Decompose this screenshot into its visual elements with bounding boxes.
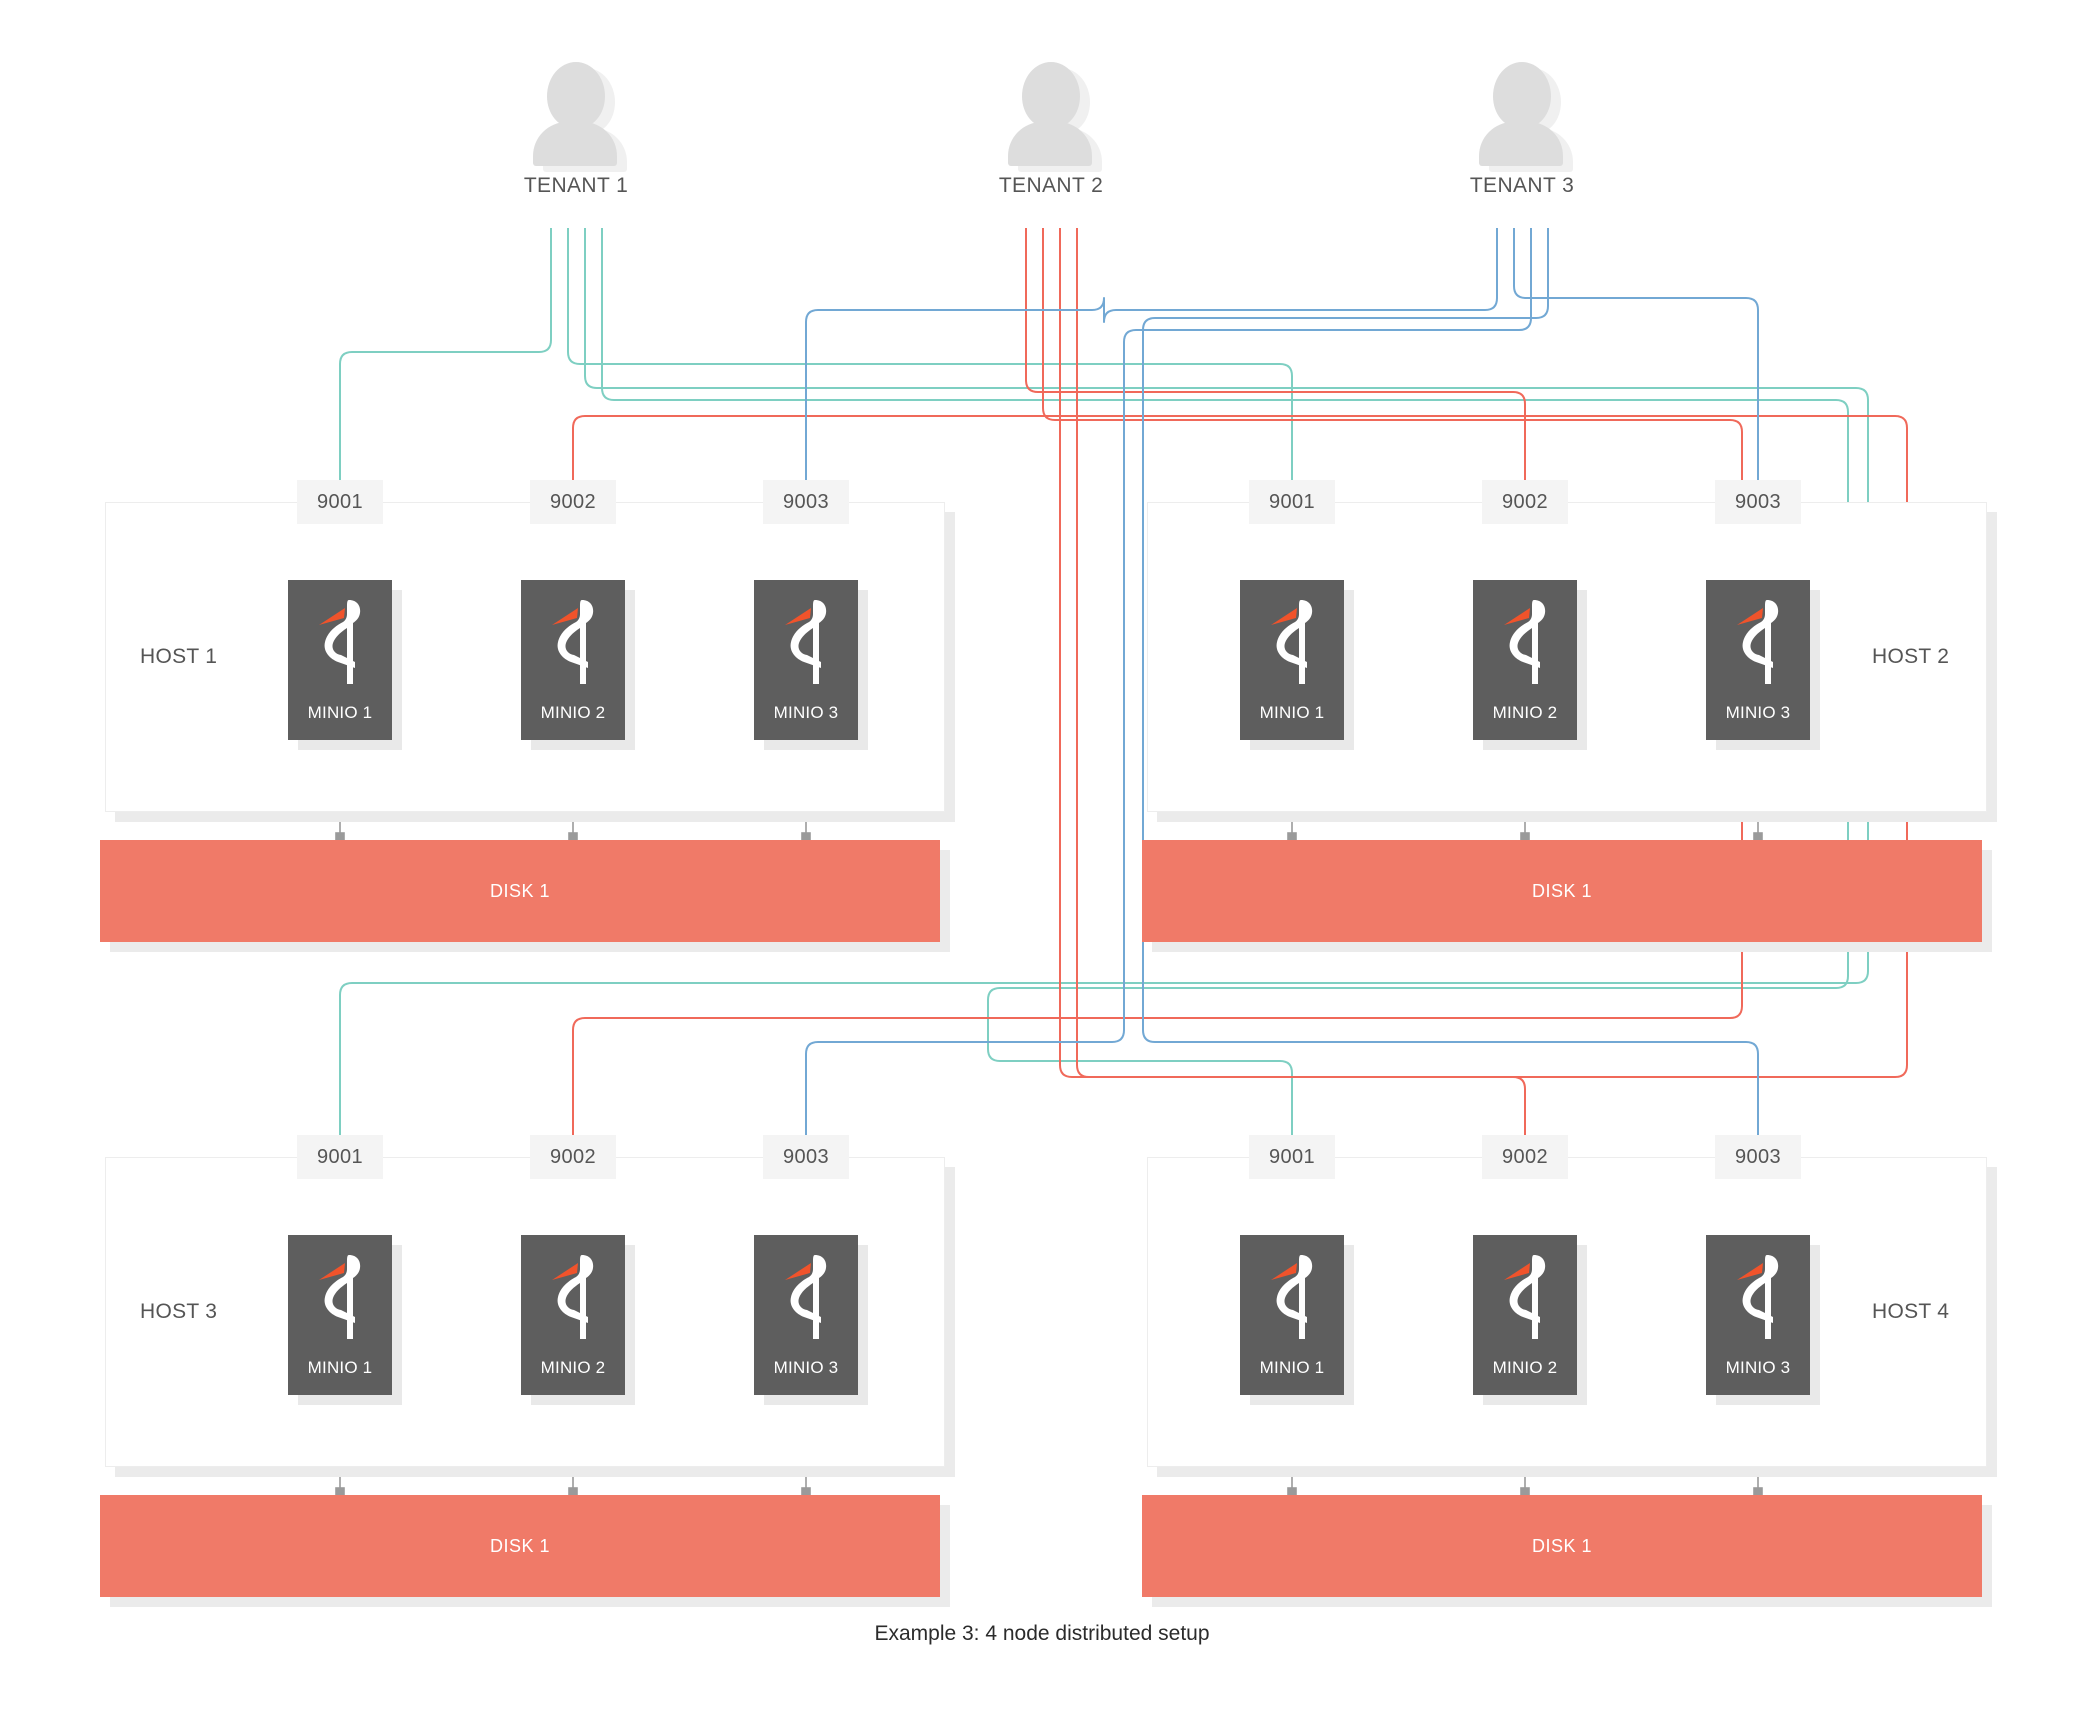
minio-bird-icon <box>1504 600 1546 684</box>
minio-node-2[interactable]: MINIO 2 <box>521 1235 625 1395</box>
minio-node-2[interactable]: MINIO 2 <box>1473 1235 1577 1395</box>
tenant-3-label: TENANT 3 <box>1469 174 1575 197</box>
minio-node-2[interactable]: MINIO 2 <box>1473 580 1577 740</box>
minio-node-label: MINIO 1 <box>1259 703 1325 722</box>
person-icon <box>521 56 631 172</box>
minio-bird-icon <box>785 1255 827 1339</box>
port-chip-9002[interactable]: 9002 <box>530 480 616 524</box>
minio-bird-icon <box>1737 600 1779 684</box>
host-2-label: HOST 2 <box>1872 645 1950 668</box>
port-chip-9003[interactable]: 9003 <box>763 480 849 524</box>
host-1-label: HOST 1 <box>140 645 218 668</box>
tenant-2-label: TENANT 2 <box>998 174 1104 197</box>
port-chip-9002[interactable]: 9002 <box>1482 1135 1568 1179</box>
minio-node-label: MINIO 3 <box>1725 1358 1791 1377</box>
person-icon <box>996 56 1106 172</box>
disk-1: DISK 1 <box>100 840 940 942</box>
minio-node-3[interactable]: MINIO 3 <box>1706 580 1810 740</box>
minio-node-label: MINIO 2 <box>1492 703 1558 722</box>
person-icon <box>1467 56 1577 172</box>
figure-caption: Example 3: 4 node distributed setup <box>874 1622 1210 1645</box>
port-chip-9002[interactable]: 9002 <box>1482 480 1568 524</box>
minio-node-label: MINIO 1 <box>307 1358 373 1377</box>
port-chip-9003[interactable]: 9003 <box>1715 1135 1801 1179</box>
minio-node-label: MINIO 2 <box>1492 1358 1558 1377</box>
minio-node-3[interactable]: MINIO 3 <box>754 1235 858 1395</box>
minio-bird-icon <box>319 1255 361 1339</box>
minio-node-3[interactable]: MINIO 3 <box>754 580 858 740</box>
minio-bird-icon <box>552 1255 594 1339</box>
minio-bird-icon <box>1271 1255 1313 1339</box>
minio-node-label: MINIO 1 <box>1259 1358 1325 1377</box>
tenant-1[interactable]: TENANT 1 <box>466 56 686 198</box>
minio-node-2[interactable]: MINIO 2 <box>521 580 625 740</box>
minio-node-1[interactable]: MINIO 1 <box>1240 580 1344 740</box>
disk-1: DISK 1 <box>1142 840 1982 942</box>
host-3-label: HOST 3 <box>140 1300 218 1323</box>
tenant-3[interactable]: TENANT 3 <box>1412 56 1632 198</box>
port-chip-9001[interactable]: 9001 <box>1249 480 1335 524</box>
tenant-1-label: TENANT 1 <box>523 174 629 197</box>
port-chip-9001[interactable]: 9001 <box>1249 1135 1335 1179</box>
minio-node-label: MINIO 3 <box>1725 703 1791 722</box>
minio-bird-icon <box>319 600 361 684</box>
minio-bird-icon <box>1504 1255 1546 1339</box>
minio-node-1[interactable]: MINIO 1 <box>288 1235 392 1395</box>
minio-bird-icon <box>1271 600 1313 684</box>
minio-node-1[interactable]: MINIO 1 <box>1240 1235 1344 1395</box>
disk-1: DISK 1 <box>1142 1495 1982 1597</box>
minio-node-label: MINIO 2 <box>540 703 606 722</box>
tenant-2[interactable]: TENANT 2 <box>941 56 1161 198</box>
minio-node-label: MINIO 1 <box>307 703 373 722</box>
minio-node-label: MINIO 2 <box>540 1358 606 1377</box>
minio-node-label: MINIO 3 <box>773 1358 839 1377</box>
minio-node-3[interactable]: MINIO 3 <box>1706 1235 1810 1395</box>
minio-node-label: MINIO 3 <box>773 703 839 722</box>
disk-1: DISK 1 <box>100 1495 940 1597</box>
minio-node-1[interactable]: MINIO 1 <box>288 580 392 740</box>
port-chip-9003[interactable]: 9003 <box>1715 480 1801 524</box>
minio-bird-icon <box>552 600 594 684</box>
port-chip-9003[interactable]: 9003 <box>763 1135 849 1179</box>
host-4-label: HOST 4 <box>1872 1300 1950 1323</box>
port-chip-9001[interactable]: 9001 <box>297 480 383 524</box>
minio-bird-icon <box>785 600 827 684</box>
minio-bird-icon <box>1737 1255 1779 1339</box>
port-chip-9002[interactable]: 9002 <box>530 1135 616 1179</box>
port-chip-9001[interactable]: 9001 <box>297 1135 383 1179</box>
